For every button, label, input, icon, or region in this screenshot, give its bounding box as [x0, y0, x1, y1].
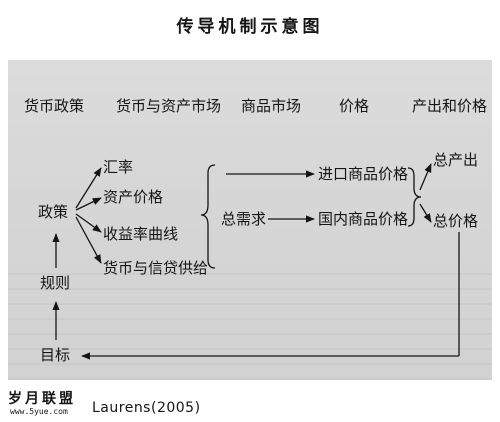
node-rules: 规则: [40, 274, 71, 292]
arrow-policy-money-credit: [75, 216, 102, 264]
node-money-credit: 货币与信贷供给: [103, 259, 209, 277]
diagram-title: 传导机制示意图: [176, 17, 324, 37]
brace-left: [200, 164, 216, 269]
node-import-price: 进口商品价格: [318, 165, 409, 183]
source-citation: Laurens(2005): [92, 400, 201, 416]
header-output-price: 产出和价格: [412, 97, 488, 115]
node-domestic-price: 国内商品价格: [318, 210, 409, 228]
watermark-logo: 岁月联盟: [8, 391, 76, 407]
arrow-policy-exchange-rate: [75, 167, 102, 209]
arrow-to-total-price: [419, 203, 432, 223]
diagram-panel: [8, 60, 492, 380]
node-policy: 政策: [38, 203, 69, 221]
header-money-asset-market: 货币与资产市场: [116, 97, 222, 115]
node-yield-curve: 收益率曲线: [103, 225, 179, 243]
header-price: 价格: [339, 97, 370, 115]
arrow-policy-asset-price: [75, 197, 102, 211]
header-monetary-policy: 货币政策: [24, 97, 85, 115]
node-total-price: 总价格: [433, 212, 479, 230]
node-target: 目标: [40, 346, 71, 364]
header-goods-market: 商品市场: [241, 97, 302, 115]
node-asset-price: 资产价格: [103, 188, 164, 206]
brace-right: [407, 167, 422, 227]
node-total-output: 总产出: [433, 151, 479, 169]
node-aggregate-demand: 总需求: [221, 210, 267, 228]
node-exchange-rate: 汇率: [103, 158, 134, 176]
arrow-policy-yield-curve: [75, 213, 102, 233]
watermark-url: www.5yue.com: [10, 407, 68, 416]
arrow-to-total-output: [419, 163, 432, 191]
